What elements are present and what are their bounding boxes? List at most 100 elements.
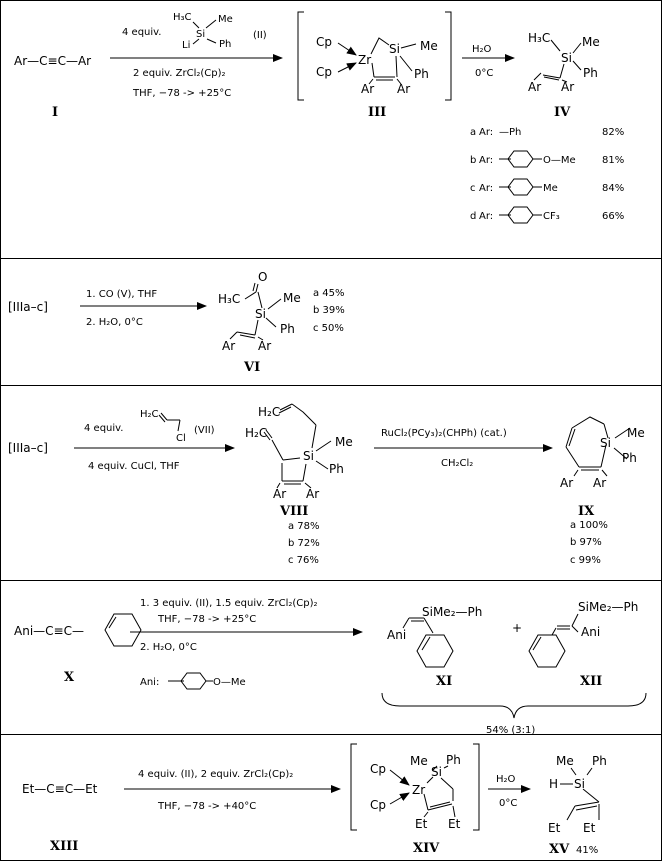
cyclohexene-ring-X bbox=[104, 613, 142, 647]
allyl-ref: (VII) bbox=[194, 425, 215, 436]
cyclohexene-ring-XII bbox=[528, 634, 566, 668]
viii-Ar2: Ar bbox=[306, 487, 319, 501]
scheme-2: [IIIa–c] 1. CO (V), THF 2. H₂O, 0°C O H₃… bbox=[8, 270, 345, 375]
viii-Si: Si bbox=[303, 449, 314, 463]
svg-text:CF₃: CF₃ bbox=[543, 211, 560, 222]
allyl-Cl: Cl bbox=[176, 433, 186, 444]
variant-c: c Ar: Me 84% bbox=[470, 178, 624, 196]
svg-text:Ar:: Ar: bbox=[479, 155, 493, 166]
reactant-I: Ar—C≡C—Ar bbox=[14, 54, 91, 68]
xv-Si: Si bbox=[574, 777, 585, 791]
label-I: I bbox=[52, 105, 58, 120]
reagent-Ph: Ph bbox=[219, 39, 231, 50]
me-group: Me bbox=[420, 39, 438, 53]
grubbs-catalyst: RuCl₂(PCy₃)₂(CHPh) (cat.) bbox=[381, 428, 507, 439]
xiv-cp-bottom: Cp bbox=[370, 798, 386, 812]
svg-text:66%: 66% bbox=[602, 211, 624, 222]
cp-top: Cp bbox=[316, 35, 332, 49]
iv-Ar2: Ar bbox=[561, 80, 574, 94]
viii-yield-c: c 76% bbox=[288, 555, 319, 566]
step-co: 1. CO (V), THF bbox=[86, 289, 157, 300]
svg-text:b: b bbox=[470, 155, 476, 166]
phenyl-ring-d bbox=[507, 206, 534, 224]
variant-b: b Ar: O—Me 81% bbox=[470, 150, 624, 168]
viii-H2C-left: H₂C bbox=[245, 426, 267, 440]
vi-yield-c: c 50% bbox=[313, 323, 344, 334]
viii-Ph: Ph bbox=[329, 462, 344, 476]
solvent-dcm: CH₂Cl₂ bbox=[441, 458, 473, 469]
variant-a: a Ar: —Ph 82% bbox=[470, 127, 624, 138]
bracket-right-III bbox=[445, 11, 452, 101]
vi-H3C: H₃C bbox=[218, 292, 240, 306]
xiv-et2: Et bbox=[448, 817, 461, 831]
cucl-reagent: 4 equiv. CuCl, THF bbox=[88, 461, 180, 472]
si-atom: Si bbox=[389, 42, 400, 56]
xi-SiMe2Ph: SiMe₂—Ph bbox=[422, 605, 482, 619]
viii-H2C-top: H₂C bbox=[258, 405, 280, 419]
xii-SiMe2Ph: SiMe₂—Ph bbox=[578, 600, 638, 614]
hydrolysis-reagent: H₂O bbox=[472, 44, 492, 55]
xiv-zr: Zr bbox=[412, 783, 425, 797]
bracket-left-XIV bbox=[350, 743, 357, 831]
label-X: X bbox=[64, 670, 75, 685]
step-zr-II: 1. 3 equiv. (II), 1.5 equiv. ZrCl₂(Cp)₂ bbox=[140, 598, 318, 609]
ix-Ph: Ph bbox=[622, 451, 637, 465]
xiv-hydrolysis: H₂O bbox=[496, 774, 516, 785]
vi-Ar1: Ar bbox=[222, 339, 235, 353]
iv-Si: Si bbox=[561, 51, 572, 65]
iv-Ar1: Ar bbox=[528, 80, 541, 94]
svg-text:82%: 82% bbox=[602, 127, 624, 138]
ix-Ar2: Ar bbox=[593, 476, 606, 490]
ani-group: O—Me bbox=[213, 677, 246, 688]
label-XV: XV bbox=[549, 842, 570, 857]
label-III: III bbox=[368, 105, 386, 120]
xv-Et2: Et bbox=[583, 821, 596, 835]
ix-Ar1: Ar bbox=[560, 476, 573, 490]
xv-Et1: Et bbox=[548, 821, 561, 835]
xv-yield: 41% bbox=[576, 845, 598, 856]
cyclohexene-ring-XI bbox=[416, 634, 454, 668]
label-IX: IX bbox=[578, 504, 595, 519]
xv-H: H bbox=[549, 777, 558, 791]
reagent-Si: Si bbox=[196, 29, 205, 40]
iv-H3C: H₃C bbox=[528, 31, 550, 45]
xiv-si: Si bbox=[431, 765, 442, 779]
scheme-4: Ani—C≡C— X 1. 3 equiv. (II), 1.5 equiv. … bbox=[14, 598, 647, 736]
svg-text:Ar:: Ar: bbox=[479, 127, 493, 138]
reagent-zr: 2 equiv. ZrCl₂(Cp)₂ bbox=[133, 68, 226, 79]
allyl-H2C: H₂C bbox=[140, 409, 159, 420]
ix-yield-b: b 97% bbox=[570, 537, 602, 548]
svg-text:d: d bbox=[470, 211, 476, 222]
xiv-me: Me bbox=[410, 754, 428, 768]
plus-sign: + bbox=[512, 621, 522, 635]
ph-group: Ph bbox=[414, 67, 429, 81]
ar-right: Ar bbox=[397, 82, 410, 96]
reagent-Me: Me bbox=[218, 14, 233, 25]
vi-yield-a: a 45% bbox=[313, 288, 345, 299]
zr-reagent-XIII: 4 equiv. (II), 2 equiv. ZrCl₂(Cp)₂ bbox=[138, 769, 293, 780]
viii-yield-b: b 72% bbox=[288, 538, 320, 549]
step-conditions: THF, −78 -> +25°C bbox=[157, 614, 256, 625]
step-water: 2. H₂O, 0°C bbox=[86, 317, 143, 328]
label-XIII: XIII bbox=[50, 839, 78, 854]
label-XIV: XIV bbox=[413, 841, 440, 856]
vi-yield-b: b 39% bbox=[313, 305, 345, 316]
start-IIIac: [IIIa–c] bbox=[8, 300, 48, 314]
reagent-Li: Li bbox=[182, 40, 190, 51]
iv-Me: Me bbox=[582, 35, 600, 49]
label-VI: VI bbox=[243, 360, 260, 375]
label-IV: IV bbox=[554, 105, 571, 120]
ar-left: Ar bbox=[361, 82, 374, 96]
label-XII: XII bbox=[580, 674, 602, 689]
vi-Ph: Ph bbox=[280, 322, 295, 336]
label-XI: XI bbox=[436, 674, 452, 689]
viii-yield-a: a 78% bbox=[288, 521, 320, 532]
xiv-hydrolysis-temp: 0°C bbox=[499, 798, 517, 809]
xiv-ph: Ph bbox=[446, 753, 461, 767]
allyl-amount: 4 equiv. bbox=[84, 423, 123, 434]
start-IIIac-2: [IIIa–c] bbox=[8, 441, 48, 455]
phenyl-ring-c bbox=[507, 178, 534, 196]
conditions-XIII: THF, −78 -> +40°C bbox=[157, 801, 256, 812]
vi-Ar2: Ar bbox=[258, 339, 271, 353]
svg-text:Me: Me bbox=[543, 183, 558, 194]
